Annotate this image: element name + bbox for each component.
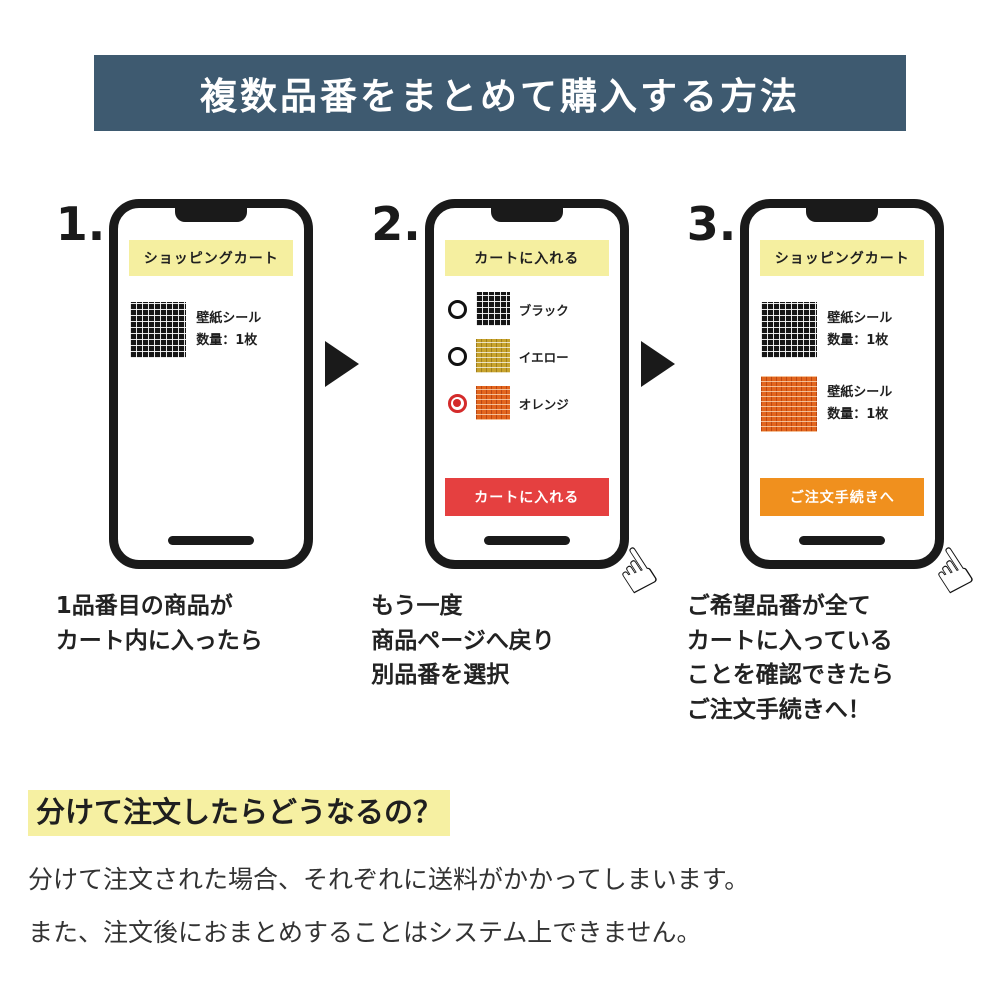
cart-item: 壁紙シール 数量：1枚 [749, 376, 935, 432]
step-2-number: 2. [371, 197, 421, 251]
option-label: ブラック [518, 302, 569, 318]
yellow-grid-swatch [475, 339, 510, 373]
cart-item: 壁紙シール 数量：1枚 [118, 302, 304, 358]
cart-item: 壁紙シール 数量：1枚 [749, 302, 935, 358]
page-title: 複数品番をまとめて購入する方法 [200, 75, 800, 118]
item-qty: 数量：1枚 [196, 333, 258, 348]
phone-2: カートに入れる ブラック イエロー [424, 199, 669, 609]
color-options: ブラック イエロー オレンジ [434, 292, 620, 420]
step-3-number: 3. [686, 197, 737, 251]
step-2-caption: もう一度 商品ページへ戻り 別品番を選択 [371, 593, 555, 688]
item-name: 壁紙シール [827, 384, 893, 400]
step-1-caption: 1品番目の商品が カート内に入ったら [55, 593, 263, 654]
shopping-cart-banner: ショッピングカート [760, 240, 925, 276]
cart-item-text: 壁紙シール 数量：1枚 [827, 308, 892, 352]
phone-1-screen: ショッピングカート 壁紙シール 数量：1枚 [118, 208, 304, 560]
orange-grid-swatch [475, 386, 510, 420]
add-to-cart-banner: カートに入れる [444, 240, 609, 276]
faq-heading-highlight: 分けて注文したらどうなるの？ [28, 790, 451, 836]
faq-section: 分けて注文したらどうなるの？ 分けて注文された場合、それぞれに送料がかかってしま… [28, 789, 972, 953]
phone-notch-icon [490, 207, 563, 222]
radio-unselected-icon[interactable] [447, 346, 467, 366]
steps-row: 1. ショッピングカート 壁紙シール 数量：1枚 1品番目の商品が カート内に入… [0, 199, 1000, 727]
home-indicator [483, 536, 570, 545]
arrow-right-icon [640, 341, 675, 387]
step-1-number: 1. [55, 197, 106, 251]
proceed-to-order-button[interactable]: ご注文手続きへ [760, 478, 925, 516]
option-black[interactable]: ブラック [447, 292, 620, 326]
item-name: 壁紙シール [827, 310, 893, 326]
phone-notch-icon [175, 207, 248, 222]
home-indicator [799, 536, 886, 545]
radio-selected-icon[interactable] [447, 393, 467, 413]
phone-notch-icon [806, 207, 879, 222]
faq-body-line-2: また、注文後におまとめすることはシステム上できません。 [28, 917, 702, 947]
item-qty: 数量：1枚 [827, 333, 889, 348]
shopping-cart-banner: ショッピングカート [129, 240, 294, 276]
cart-item-text: 壁紙シール 数量：1枚 [196, 308, 261, 352]
option-label: イエロー [518, 349, 569, 365]
home-indicator [168, 536, 255, 545]
item-name: 壁紙シール [196, 310, 262, 326]
step-3: 3. ショッピングカート 壁紙シール 数量：1枚 [686, 197, 985, 727]
orange-grid-swatch [761, 376, 818, 432]
add-to-cart-button[interactable]: カートに入れる [444, 478, 609, 516]
black-grid-swatch [130, 302, 187, 358]
radio-unselected-icon[interactable] [447, 299, 467, 319]
black-grid-swatch [475, 292, 510, 326]
title-banner: 複数品番をまとめて購入する方法 [94, 55, 906, 131]
item-qty: 数量：1枚 [827, 407, 889, 422]
phone-3: ショッピングカート 壁紙シール 数量：1枚 壁紙シール 数量：1枚 [740, 199, 985, 609]
option-orange[interactable]: オレンジ [447, 386, 620, 420]
phone-3-screen: ショッピングカート 壁紙シール 数量：1枚 壁紙シール 数量：1枚 [749, 208, 985, 609]
phone-2-screen: カートに入れる ブラック イエロー [434, 208, 669, 609]
arrow-right-icon [325, 341, 360, 387]
faq-heading: 分けて注文したらどうなるの？ [28, 789, 451, 836]
black-grid-swatch [761, 302, 818, 358]
step-2: 2. カートに入れる ブラック イエロー [371, 197, 669, 693]
option-label: オレンジ [518, 396, 569, 412]
option-yellow[interactable]: イエロー [447, 339, 620, 373]
faq-body-line-1: 分けて注文された場合、それぞれに送料がかかってしまいます。 [28, 865, 750, 894]
cart-item-text: 壁紙シール 数量：1枚 [827, 382, 892, 426]
step-3-caption: ご希望品番が全て カートに入っている ことを確認できたら ご注文手続きへ！ [686, 593, 894, 723]
step-1: 1. ショッピングカート 壁紙シール 数量：1枚 1品番目の商品が カート内に入… [55, 197, 314, 658]
phone-1: ショッピングカート 壁紙シール 数量：1枚 [109, 199, 314, 569]
